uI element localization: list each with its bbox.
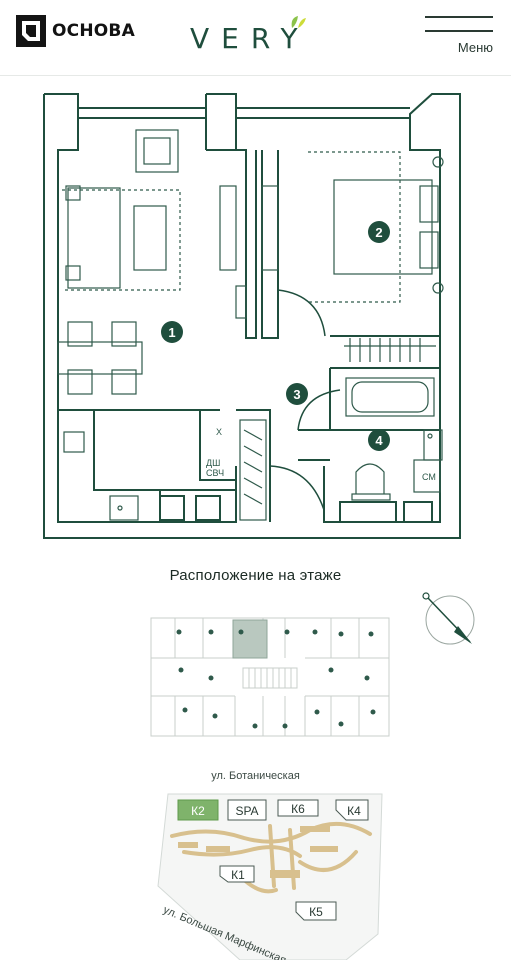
osnova-logo-icon: [16, 15, 46, 47]
room-marker-4[interactable]: [368, 429, 390, 451]
compass-icon: [422, 592, 475, 645]
building-k4[interactable]: [335, 799, 369, 821]
dishwasher-label: ДШ: [206, 458, 220, 468]
building-k2-label: К2: [191, 804, 205, 818]
washer-label: СМ: [422, 472, 436, 482]
room-marker-2[interactable]: [368, 221, 390, 243]
developer-name: ОСНОВА: [52, 21, 135, 41]
room-number-4: 4: [375, 433, 383, 448]
menu-label: Меню: [457, 40, 493, 55]
building-k4-label: К4: [347, 804, 361, 818]
floor-location-map[interactable]: [145, 612, 395, 742]
selected-apartment-highlight: [232, 619, 268, 659]
microwave-label: СВЧ: [206, 468, 224, 478]
site-plan[interactable]: К2 SPA К6 К4 К1 К5: [150, 786, 395, 960]
header: ОСНОВА VERY Меню: [0, 0, 511, 76]
fridge-label: Х: [216, 427, 222, 437]
building-spa[interactable]: [227, 799, 267, 821]
building-k5-label: К5: [309, 905, 323, 919]
room-marker-3[interactable]: [286, 383, 308, 405]
floor-location-title: Расположение на этаже: [169, 567, 342, 584]
street-top-label: ул. Ботаническая: [211, 770, 300, 782]
building-k6[interactable]: [277, 799, 319, 817]
building-k2[interactable]: [177, 799, 219, 821]
very-logo[interactable]: VERY: [190, 12, 330, 55]
room-number-2: 2: [375, 225, 382, 240]
leaf-icon: [291, 16, 306, 28]
building-k1-label: К1: [231, 868, 245, 882]
menu-button[interactable]: Меню: [425, 12, 495, 58]
building-k6-label: К6: [291, 802, 305, 816]
apartment-floor-plan: Х ДШ СВЧ СМ 1 2 3 4: [43, 93, 461, 539]
building-k5[interactable]: [295, 901, 337, 921]
menu-icon-line-1: [425, 16, 493, 18]
project-name: VERY: [190, 22, 310, 55]
room-number-3: 3: [293, 387, 300, 402]
room-marker-1[interactable]: [161, 321, 183, 343]
osnova-logo[interactable]: ОСНОВА: [16, 15, 135, 47]
menu-icon-line-2: [425, 30, 493, 32]
room-number-1: 1: [168, 325, 175, 340]
building-k1[interactable]: [219, 865, 255, 883]
building-spa-label: SPA: [235, 804, 258, 818]
